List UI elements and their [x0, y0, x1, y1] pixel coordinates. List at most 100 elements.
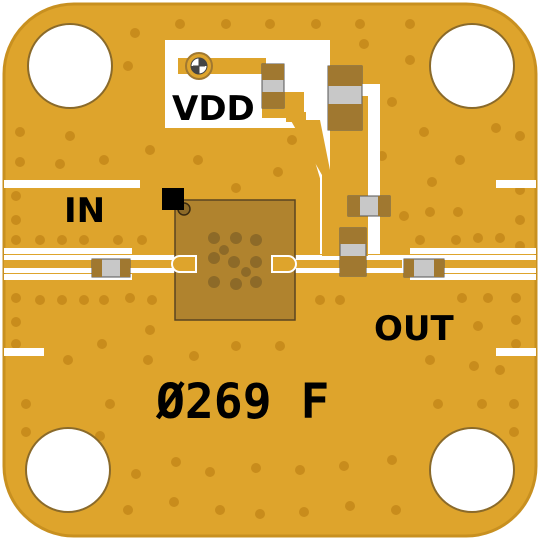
via-dot [427, 177, 437, 187]
via-dot [433, 399, 443, 409]
via-dot [63, 355, 73, 365]
via-dot [15, 157, 25, 167]
via-dot [339, 461, 349, 471]
via-dot [495, 233, 505, 243]
via-dot [455, 155, 465, 165]
via-dot [57, 235, 67, 245]
via-dot [15, 127, 25, 137]
via-dot [193, 155, 203, 165]
capacitor-output [403, 258, 445, 278]
rf-center-traces [4, 260, 536, 268]
via-dot [21, 427, 31, 437]
capacitor-vdd-small [261, 63, 285, 109]
via-dot [315, 295, 325, 305]
label-in: IN [64, 191, 105, 231]
via-dot [35, 295, 45, 305]
via-dot [123, 61, 133, 71]
label-vdd: VDD [172, 89, 255, 129]
via-dot [145, 145, 155, 155]
via-dot [99, 295, 109, 305]
capacitor-vertical [339, 227, 367, 277]
via-dot [355, 19, 365, 29]
via-dot [405, 19, 415, 29]
via-dot [11, 339, 21, 349]
via-dot [511, 339, 521, 349]
via-dot [97, 339, 107, 349]
via-dot [515, 215, 525, 225]
via-dot [425, 207, 435, 217]
mounting-hole-top-right [429, 23, 515, 109]
label-out: OUT [374, 309, 455, 349]
mounting-hole-bottom-right [429, 427, 515, 513]
via-dot [495, 365, 505, 375]
via-dot [515, 131, 525, 141]
ground-symbol-icon [190, 57, 208, 75]
via-dot [255, 509, 265, 519]
via-dot [55, 159, 65, 169]
chip-vias [208, 232, 262, 290]
via-dot [457, 293, 467, 303]
via-dot [391, 505, 401, 515]
via-dot [469, 361, 479, 371]
via-dot [113, 235, 123, 245]
via-dot [137, 235, 147, 245]
via-dot [171, 457, 181, 467]
via-dot [131, 469, 141, 479]
via-dot [65, 131, 75, 141]
capacitor-input [91, 258, 131, 278]
via-dot [11, 191, 21, 201]
via-dot [95, 431, 105, 441]
via-dot [509, 427, 519, 437]
via-dot [419, 127, 429, 137]
via-dot [399, 211, 409, 221]
chip-input-pad [171, 255, 197, 273]
via-dot [147, 295, 157, 305]
capacitor-bypass [347, 195, 391, 217]
via-dot [311, 19, 321, 29]
via-dot [511, 293, 521, 303]
via-dot [231, 341, 241, 351]
mounting-hole-bottom-left [25, 427, 111, 513]
capacitor-vdd-large [327, 65, 363, 131]
via-dot [57, 295, 67, 305]
via-dot [221, 19, 231, 29]
via-dot [11, 293, 21, 303]
via-dot [359, 39, 369, 49]
via-dot [123, 505, 133, 515]
via-dot [145, 325, 155, 335]
via-dot [405, 55, 415, 65]
via-dot [345, 501, 355, 511]
chip-output-pad [271, 255, 297, 273]
label-part-code: Ø269 F [155, 374, 329, 430]
via-dot [387, 97, 397, 107]
via-dot [273, 167, 283, 177]
via-dot [79, 235, 89, 245]
via-dot [335, 295, 345, 305]
via-dot [473, 321, 483, 331]
via-dot [491, 123, 501, 133]
via-dot [477, 399, 487, 409]
mounting-hole-top-left [27, 23, 113, 109]
via-dot [451, 235, 461, 245]
via-dot [295, 465, 305, 475]
via-dot [425, 355, 435, 365]
via-dot [473, 233, 483, 243]
via-dot [275, 341, 285, 351]
via-dot [453, 207, 463, 217]
via-dot [509, 399, 519, 409]
via-dot [287, 135, 297, 145]
via-dot [99, 155, 109, 165]
via-dot [205, 467, 215, 477]
via-dot [143, 355, 153, 365]
via-dot [265, 19, 275, 29]
via-dot [11, 317, 21, 327]
via-dot [415, 235, 425, 245]
via-dot [105, 399, 115, 409]
via-dot [215, 505, 225, 515]
via-dot [483, 293, 493, 303]
via-dot [35, 235, 45, 245]
via-dot [189, 351, 199, 361]
via-dot [11, 235, 21, 245]
via-dot [299, 507, 309, 517]
via-dot [511, 315, 521, 325]
